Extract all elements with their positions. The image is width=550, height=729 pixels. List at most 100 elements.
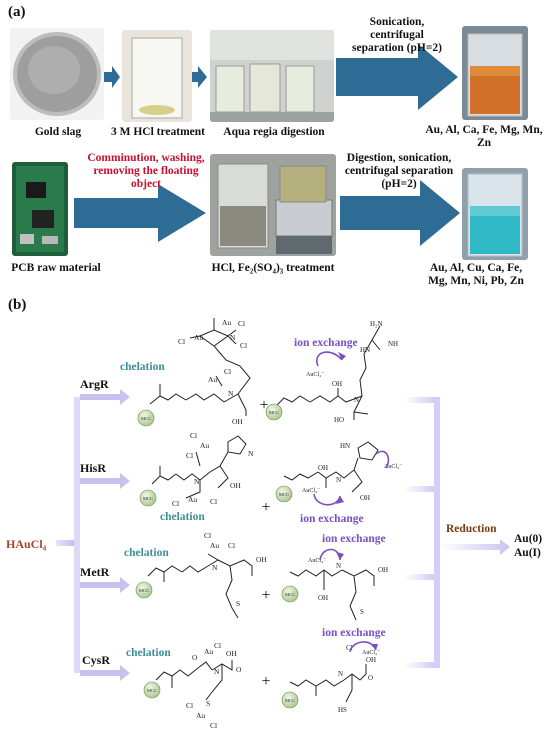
hisr-ie-head	[336, 496, 344, 504]
hisr-cl-bot2: Cl	[210, 497, 217, 506]
metr-chelate-structure	[147, 553, 253, 619]
hisr-cl-bot: Cl	[172, 499, 179, 508]
gold-slag-label: Gold slag	[34, 126, 82, 138]
resin-argr: ArgR	[80, 377, 109, 391]
product-au0: Au(0)	[514, 533, 542, 545]
hisr-mcc-label-2: MCC	[279, 492, 289, 497]
argr-n-1: N	[230, 333, 236, 342]
arrow-2	[192, 66, 207, 88]
metr-au: Au	[210, 541, 219, 550]
row2-elements-label: Au, Al, Cu, Ca, Fe, Mg, Mn, Ni, Pb, Zn	[428, 262, 524, 287]
ion-exchange-arrows	[313, 351, 390, 653]
argr-cl-2: Cl	[240, 341, 247, 350]
hisr-cl-mid: Cl	[186, 451, 193, 460]
hisr-n: N	[194, 477, 200, 486]
gold-slag-photo	[10, 28, 104, 120]
hisr-mcc-bead	[139, 489, 157, 507]
argr-h2n: H₂N	[370, 320, 383, 328]
hisr-cl-top: Cl	[190, 431, 197, 440]
hisr-chelate-structure	[151, 435, 247, 499]
argr-chelate-structure	[149, 318, 251, 416]
arrow-3	[336, 44, 458, 110]
cysr-n: N	[214, 667, 220, 676]
cysr-o: O	[192, 653, 198, 662]
hisr-ie-arrow-2	[375, 450, 390, 469]
cysr-o-2: O	[236, 665, 242, 674]
argr-nh: NH	[388, 340, 398, 348]
cysr-au-top: Au	[204, 647, 213, 656]
hisr-mcc-label: MCC	[143, 496, 153, 501]
argr-ie-arrow	[316, 351, 343, 367]
metr-oh: OH	[256, 555, 267, 564]
argr-au-top: Au	[222, 318, 231, 327]
ion-exchange-argr: ion exchange	[294, 337, 358, 349]
argr-oh: OH	[232, 417, 243, 426]
product-au1: Au(I)	[514, 547, 541, 559]
cysr-oh-2: OH	[366, 656, 376, 664]
resin-cysr: CysR	[82, 653, 110, 667]
argr-ie-head	[338, 352, 346, 360]
argr-au-mid: Au	[208, 375, 217, 384]
metr-cl-1: Cl	[204, 531, 211, 540]
argr-nh-2: N	[354, 396, 359, 404]
right-flow-lines	[404, 397, 510, 668]
ion-exchange-metr: ion exchange	[322, 533, 386, 545]
cysr-o-3: O	[368, 674, 373, 682]
cysr-cl-2: Cl	[210, 721, 217, 729]
hisr-au-top: Au	[200, 441, 209, 450]
metr-n: N	[212, 563, 218, 572]
comminution-label: Comminution, washing, removing the float…	[87, 152, 205, 190]
cysr-ie-head	[370, 644, 378, 650]
cysr-aucl4: AuCl₄⁻	[362, 650, 380, 656]
hisr-hn: HN	[340, 442, 350, 450]
panel-a-arrows	[74, 44, 460, 246]
argr-oh-3: HO	[334, 416, 344, 424]
argr-oh-2: OH	[332, 380, 342, 388]
hisr-au-bottom: Au	[188, 495, 197, 504]
cysr-cl-top: Cl	[214, 641, 221, 650]
hcl-fe-photo	[210, 154, 336, 256]
cysr-n-2: N	[338, 670, 343, 678]
metr-s: S	[236, 599, 240, 608]
argr-ionexchange-structure	[275, 325, 381, 420]
sonication-label: Sonication, centrifugal separation (pH=2…	[352, 16, 442, 54]
hisr-ionexchange-structure	[283, 441, 379, 493]
cysr-cl-1: Cl	[186, 701, 193, 710]
hisr-aucl4-2: AuCl₄⁻	[302, 488, 320, 494]
chelation-argr: chelation	[120, 361, 165, 373]
argr-n: N	[228, 389, 234, 398]
argr-cl-3: Cl	[178, 337, 185, 346]
metr-ionexchange-structure	[289, 569, 375, 621]
argr-cl-1: Cl	[238, 319, 245, 328]
argr-hn: HN	[360, 346, 370, 354]
plus-argr: +	[259, 397, 268, 414]
argr-aucl4: AuCl₄⁻	[306, 372, 324, 378]
reduction-label: Reduction	[446, 523, 497, 535]
hisr-aucl4-1: AuCl₄⁻	[384, 464, 402, 470]
hisr-oh: OH	[230, 481, 241, 490]
metr-cl-2: Cl	[228, 541, 235, 550]
cysr-s: S	[206, 699, 210, 708]
cysr-oh: OH	[226, 649, 237, 658]
plus-metr: +	[261, 587, 270, 604]
chelation-metr: chelation	[124, 547, 169, 559]
metr-aucl4: AuCl₄⁻	[308, 558, 326, 564]
argr-mcc-label-2: MCC	[269, 410, 279, 415]
metr-s-2: S	[360, 608, 364, 616]
metr-ie-head	[336, 552, 344, 560]
metr-n-2: N	[336, 562, 341, 570]
cyan-beaker-photo	[462, 168, 528, 260]
ion-exchange-hisr: ion exchange	[300, 513, 364, 525]
hcl-beaker-photo	[122, 30, 192, 122]
argr-mcc-label: MCC	[141, 416, 151, 421]
metr-oh-2: OH	[378, 566, 388, 574]
hisr-oh-2: OH	[318, 464, 328, 472]
aqua-regia-label: Aqua regia digestion	[223, 126, 325, 138]
hisr-ie-arrow	[313, 493, 341, 506]
pcb-label: PCB raw material	[11, 262, 101, 274]
arrow-1	[104, 66, 120, 88]
cysr-mcc-bead-2	[281, 691, 299, 709]
ion-exchange-cysr: ion exchange	[322, 627, 386, 639]
arrow-5	[340, 180, 460, 246]
